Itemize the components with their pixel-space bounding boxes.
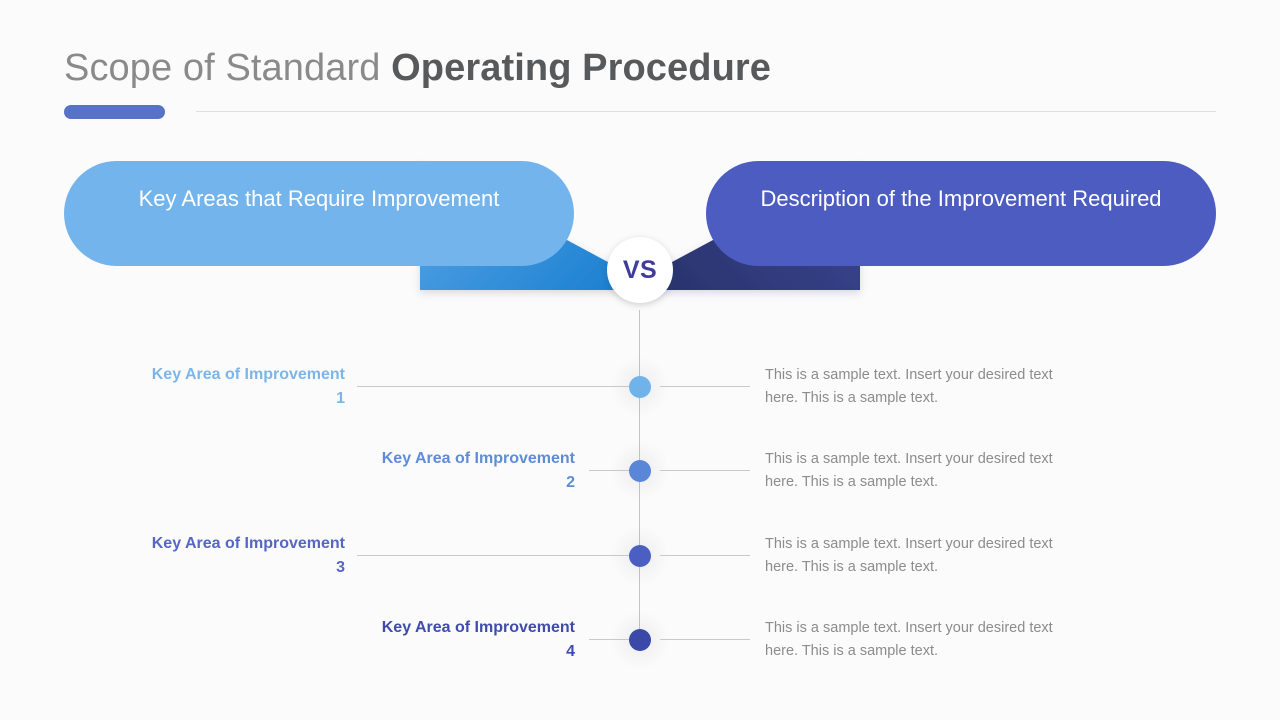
- timeline-dot: [629, 460, 651, 482]
- timeline-row-description: This is a sample text. Insert your desir…: [765, 367, 1053, 406]
- timeline-row-label: Key Area of Improvement 1: [151, 366, 345, 407]
- vs-banner: Key Areas that Require Improvement Descr…: [0, 150, 1280, 310]
- title-block: Scope of Standard Operating Procedure: [64, 42, 1216, 122]
- timeline-row-label: Key Area of Improvement 4: [381, 619, 575, 660]
- timeline-right-connector: [660, 386, 750, 387]
- timeline-left-connector: [589, 470, 629, 471]
- vs-badge-label: VS: [622, 255, 658, 284]
- banner-label-left: Key Areas that Require Improvement: [138, 186, 500, 211]
- timeline-row: Key Area of Improvement 3 This is a sampl…: [0, 516, 1280, 596]
- banner-label-right: Description of the Improvement Required: [760, 186, 1162, 211]
- title-accent-pill: [64, 105, 165, 119]
- banner-shapes: [64, 161, 1216, 290]
- timeline: Key Area of Improvement 1 This is a sampl…: [0, 300, 1280, 700]
- timeline-row: Key Area of Improvement 4 This is a sampl…: [0, 600, 1280, 680]
- timeline-row: Key Area of Improvement 2 This is a sampl…: [0, 431, 1280, 511]
- timeline-right-connector: [660, 470, 750, 471]
- timeline-dot: [629, 629, 651, 651]
- timeline-right-connector: [660, 555, 750, 556]
- page-title-bold: Operating Procedure: [391, 47, 772, 89]
- timeline-row-label: Key Area of Improvement 3: [151, 535, 345, 576]
- timeline-row-label: Key Area of Improvement 2: [381, 450, 575, 491]
- timeline-left-connector: [589, 639, 629, 640]
- timeline-row-description: This is a sample text. Insert your desir…: [765, 620, 1053, 659]
- vs-badge: VS: [607, 237, 673, 303]
- timeline-right-connector: [660, 639, 750, 640]
- timeline-row-description: This is a sample text. Insert your desir…: [765, 451, 1053, 490]
- title-divider-rule: [196, 111, 1216, 112]
- page-title-light: Scope of Standard: [64, 47, 392, 89]
- timeline-row-description: This is a sample text. Insert your desir…: [765, 536, 1053, 575]
- timeline-row: Key Area of Improvement 1 This is a sampl…: [0, 347, 1280, 427]
- timeline-left-connector: [357, 386, 629, 387]
- timeline-dot: [629, 545, 651, 567]
- timeline-left-connector: [357, 555, 629, 556]
- page-title: Scope of Standard Operating Procedure: [64, 42, 1216, 94]
- timeline-dot: [629, 376, 651, 398]
